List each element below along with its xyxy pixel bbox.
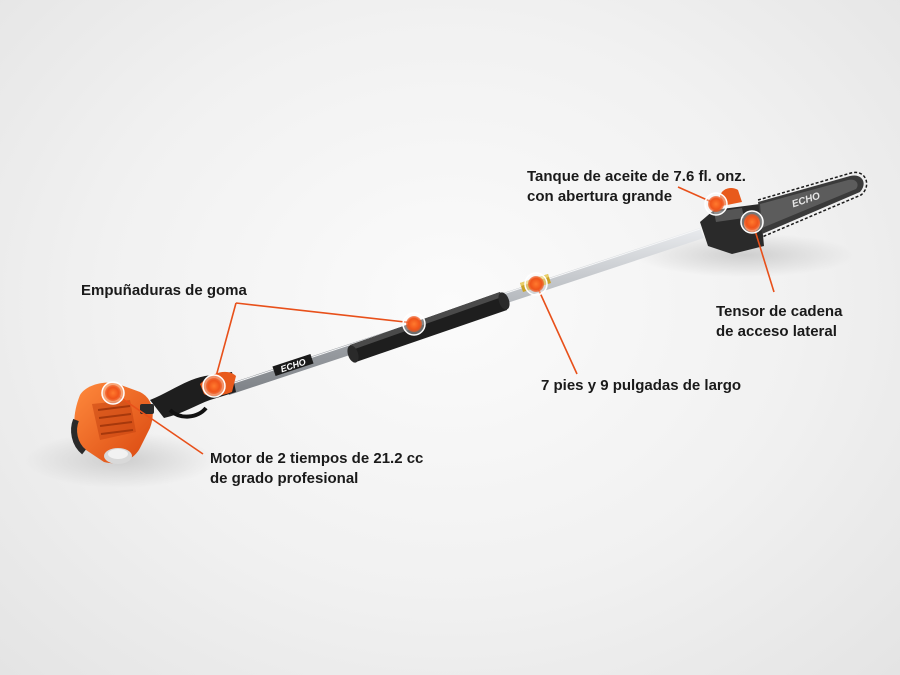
front-grip	[347, 292, 510, 363]
callout-chain-tensioner: Tensor de cadena de acceso lateral	[716, 302, 842, 342]
hotspots	[101, 192, 764, 405]
hotspot-oil-tank[interactable]	[704, 192, 728, 216]
hotspot-rear-grip[interactable]	[202, 374, 226, 398]
hotspot-chain-tensioner[interactable]	[740, 210, 764, 234]
callout-rubber-grips-line-1: Empuñaduras de goma	[81, 282, 247, 299]
tensioner-leader	[752, 223, 775, 293]
hotspot-length[interactable]	[524, 272, 548, 296]
callout-chain-tensioner-line-1: Tensor de cadena	[716, 303, 843, 320]
callout-engine: Motor de 2 tiempos de 21.2 cc de grado p…	[210, 449, 423, 489]
head-shadow	[635, 233, 855, 277]
callout-lines	[113, 186, 775, 455]
engine-leader	[113, 392, 204, 455]
callout-engine-line-2: de grado profesional	[210, 470, 359, 487]
hotspot-engine[interactable]	[101, 381, 125, 405]
callout-length: 7 pies y 9 pulgadas de largo	[541, 376, 741, 396]
callout-oil-tank-line-2: con abertura grande	[527, 188, 673, 205]
callout-rubber-grips: Empuñaduras de goma	[81, 281, 247, 301]
oil-tank-leader	[677, 186, 715, 204]
callout-chain-tensioner-line-2: de acceso lateral	[716, 323, 837, 340]
callout-length-line-1: 7 pies y 9 pulgadas de largo	[541, 377, 742, 394]
hotspot-front-grip[interactable]	[402, 312, 426, 336]
grips-leader-rear	[213, 302, 237, 385]
callout-oil-tank-line-1: Tanque de aceite de 7.6 fl. onz.	[527, 168, 746, 185]
callout-engine-line-1: Motor de 2 tiempos de 21.2 cc	[210, 450, 424, 467]
grips-leader-front	[235, 302, 415, 324]
engine	[71, 382, 154, 464]
callout-oil-tank: Tanque de aceite de 7.6 fl. onz. con abe…	[527, 167, 746, 207]
length-leader	[535, 283, 578, 375]
